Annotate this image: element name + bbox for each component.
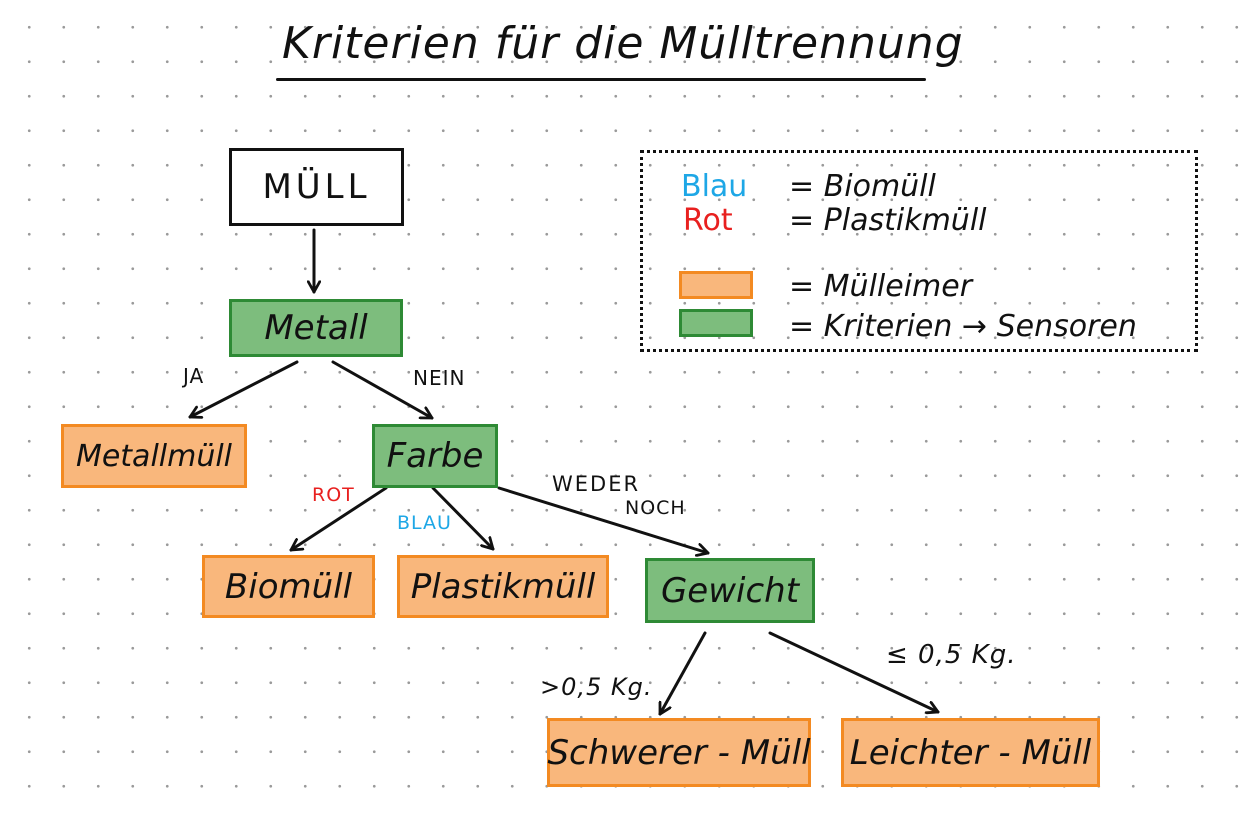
legend: Blau = Biomüll Rot = Plastikmüll = Mülle…	[640, 150, 1198, 352]
edge-label-nein: NEIN	[413, 366, 466, 390]
legend-key-rot: Rot	[683, 203, 733, 238]
node-gewicht: Gewicht	[645, 558, 815, 623]
legend-key-blau: Blau	[681, 169, 748, 204]
edge-label-less-equal: ≤ 0,5 Kg.	[886, 640, 1017, 670]
legend-value-biomuell: = Biomüll	[789, 169, 936, 204]
node-leichter-muell: Leichter - Müll	[841, 718, 1100, 787]
legend-value-kriterien: = Kriterien → Sensoren	[789, 309, 1137, 344]
edge-farbe-gewicht	[497, 486, 710, 553]
edge-metall-metallmuell	[188, 360, 299, 417]
node-plastikmuell: Plastikmüll	[397, 555, 609, 618]
edge-metall-farbe	[331, 360, 434, 420]
node-metallmuell: Metallmüll	[61, 424, 247, 488]
edge-gewicht-leicht	[768, 631, 940, 712]
legend-value-plastikmuell: = Plastikmüll	[789, 203, 987, 238]
node-schwerer-muell: Schwerer - Müll	[547, 718, 811, 787]
edge-label-noch: NOCH	[625, 497, 686, 519]
legend-swatch-criterion	[679, 309, 753, 337]
edge-farbe-biomuell	[289, 486, 388, 552]
title-underline	[276, 78, 926, 81]
edge-farbe-plastikmuell	[431, 486, 495, 551]
node-muell: MÜLL	[229, 148, 404, 226]
edge-label-weder: WEDER	[552, 472, 641, 496]
edge-label-ja: JA	[183, 364, 205, 388]
edge-label-rot: ROT	[312, 484, 355, 506]
node-biomuell: Biomüll	[202, 555, 375, 618]
legend-swatch-bin	[679, 271, 753, 299]
edge-label-blau: BLAU	[397, 512, 452, 534]
legend-value-muelleimer: = Mülleimer	[789, 269, 973, 304]
page-title: Kriterien für die Mülltrennung	[282, 18, 964, 69]
node-farbe: Farbe	[372, 424, 498, 488]
edge-gewicht-schwer	[658, 631, 707, 716]
node-metall: Metall	[229, 299, 403, 357]
edge-label-greater: >0,5 Kg.	[540, 673, 653, 701]
